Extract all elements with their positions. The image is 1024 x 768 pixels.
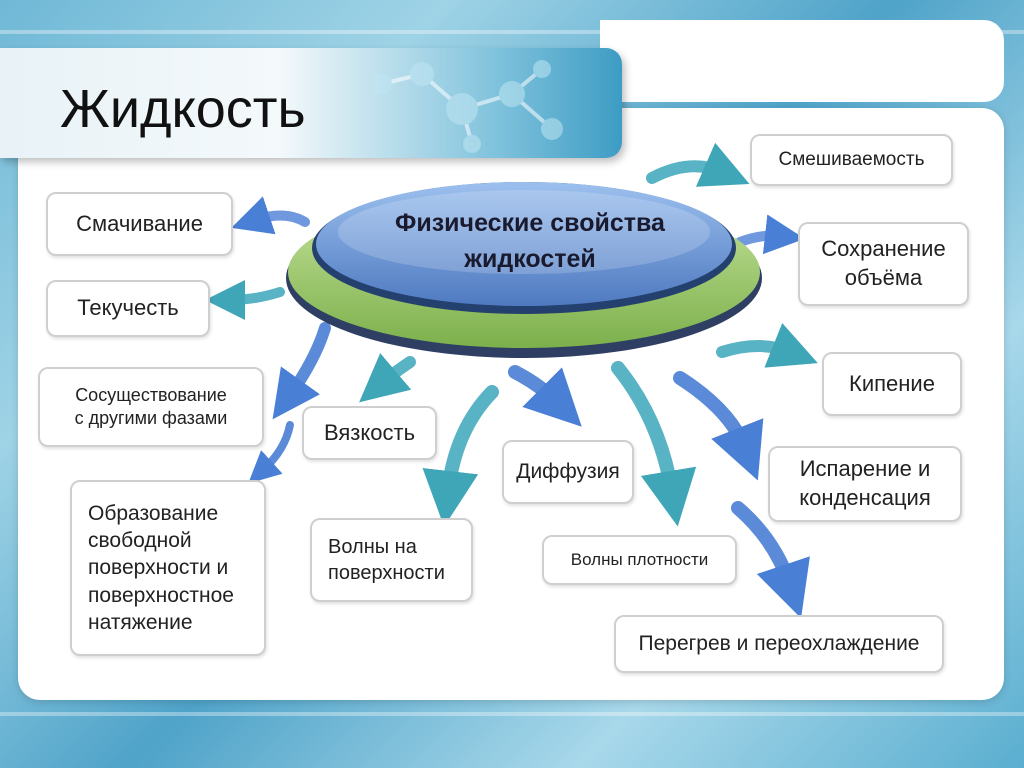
- arrow-peregrev: [731, 501, 810, 619]
- node-vyazkost: Вязкость: [302, 406, 437, 460]
- node-smachivanie: Смачивание: [46, 192, 233, 256]
- node-label: Текучесть: [77, 295, 179, 321]
- node-label-line: Сосуществование: [75, 384, 227, 405]
- node-volny-plotnosti: Волны плотности: [542, 535, 737, 585]
- arrow-tekuchest: [205, 279, 285, 320]
- title-bar: [0, 48, 622, 158]
- node-isparenie: Испарение и конденсация: [768, 446, 962, 522]
- molecule-icon: [372, 60, 563, 153]
- arrow-isp: [673, 371, 764, 481]
- node-label-line: Испарение и: [799, 456, 931, 482]
- node-sosushestvovanie: Сосуществование с другими фазами: [38, 367, 264, 447]
- node-label: Кипение: [849, 370, 935, 396]
- node-sohranenie-obema: Сохранение объёма: [798, 222, 969, 306]
- node-peregrev: Перегрев и переохлаждение: [614, 615, 944, 673]
- central-label-line2: жидкостей: [464, 245, 596, 274]
- node-label-line: с другими фазами: [74, 408, 228, 428]
- page-title: Жидкость: [60, 79, 306, 139]
- bg-stripe: [0, 30, 1024, 34]
- node-diffuziya: Диффузия: [502, 440, 634, 504]
- arrow-diffuziya: [508, 365, 582, 427]
- node-label: Перегрев и переохлаждение: [638, 632, 920, 656]
- bg-stripe: [0, 712, 1024, 716]
- node-obrazovanie: Образование свободной поверхности и пове…: [70, 480, 266, 656]
- node-label-line: конденсация: [799, 485, 931, 510]
- node-label-line: Сохранение: [821, 236, 946, 262]
- central-label-line1: Физические свойства: [395, 209, 665, 237]
- top-bar: [600, 20, 1004, 102]
- node-label-line: объёма: [844, 265, 923, 290]
- arrow-obraz: [248, 421, 294, 484]
- node-label-line: поверхностное: [88, 583, 234, 607]
- node-label: Смешиваемость: [778, 148, 925, 170]
- node-label: Волны плотности: [570, 549, 709, 569]
- node-label: Диффузия: [516, 460, 620, 484]
- arrow-sosush: [272, 322, 331, 420]
- arrow-sohr: [735, 214, 805, 255]
- node-volny-poverhnosti: Волны на поверхности: [310, 518, 473, 602]
- arrow-vyazkost: [359, 353, 416, 403]
- node-label-line: Образование: [88, 501, 219, 525]
- node-label-line: натяжение: [88, 610, 193, 634]
- node-label-line: поверхности: [328, 562, 445, 584]
- node-label: Вязкость: [323, 419, 416, 445]
- arrow-smesh: [646, 142, 750, 187]
- node-kipenie: Кипение: [822, 352, 962, 416]
- arrow-kipenie: [716, 323, 818, 368]
- node-label: Смачивание: [76, 210, 203, 236]
- arrow-smachivanie: [231, 196, 310, 235]
- node-smeshivaemost: Смешиваемость: [750, 134, 953, 186]
- node-tekuchest: Текучесть: [46, 280, 210, 337]
- node-label-line: поверхности и: [88, 556, 229, 580]
- arrow-volny-plot: [611, 361, 697, 527]
- node-label-line: свободной: [88, 529, 192, 553]
- central-label: Физические свойства жидкостей: [330, 205, 730, 278]
- node-label-line: Волны на: [328, 536, 417, 558]
- arrow-volny-pov: [422, 385, 499, 527]
